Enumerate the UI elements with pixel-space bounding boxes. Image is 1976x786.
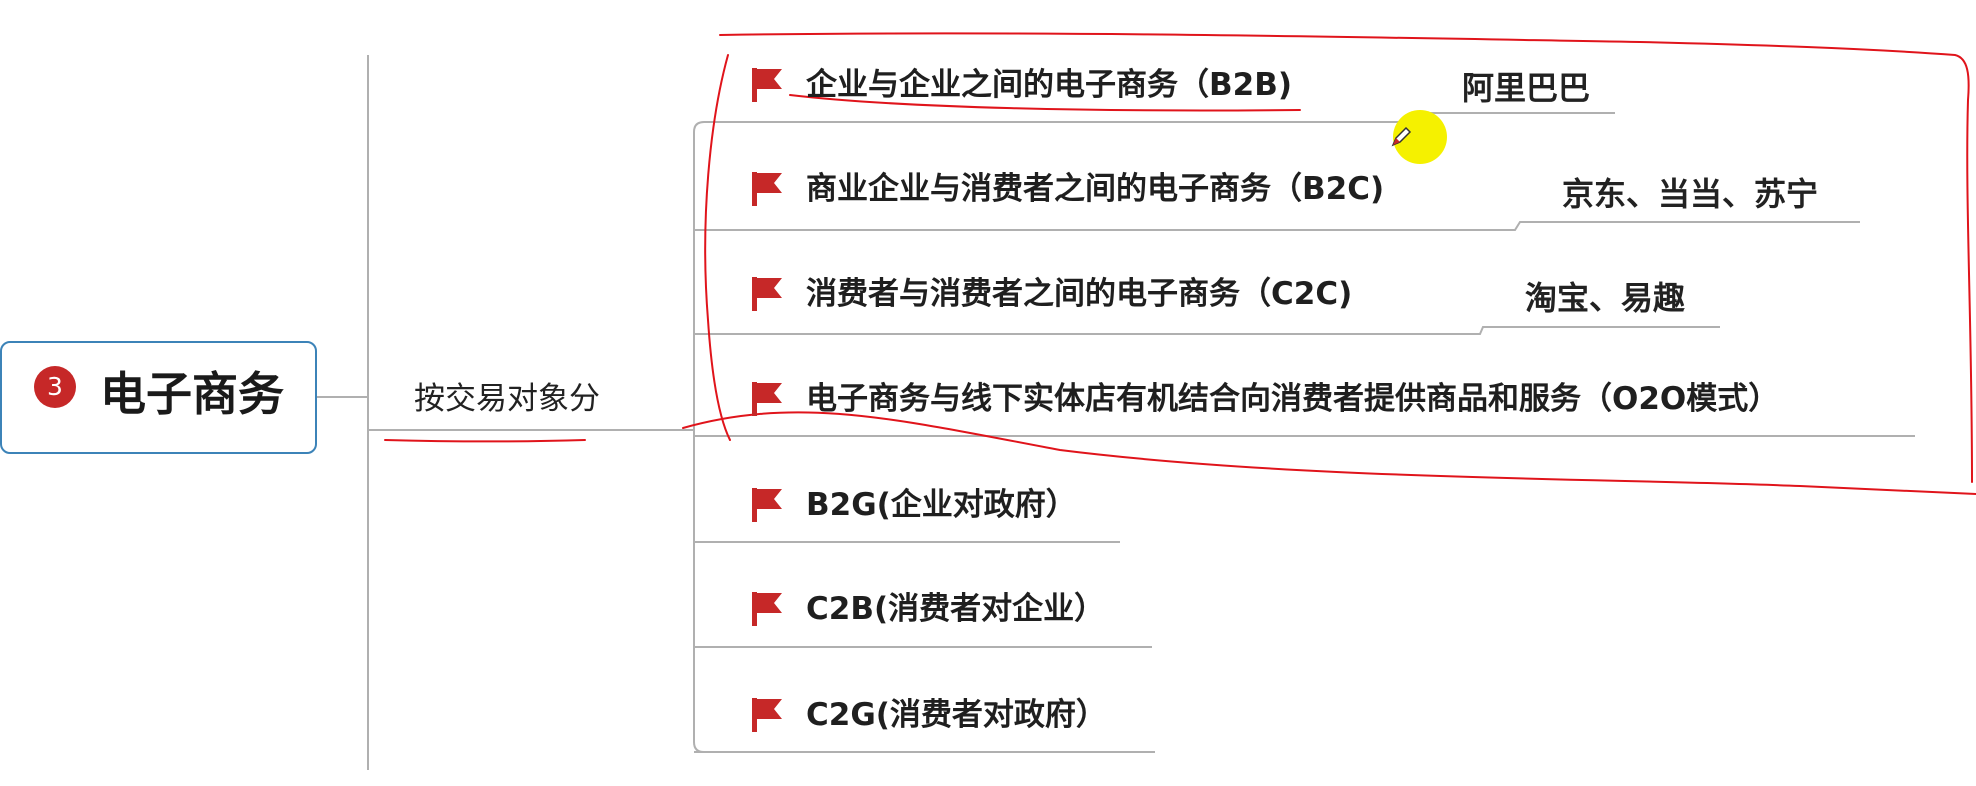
red-flag-icon — [752, 592, 782, 626]
topic-label: 企业与企业之间的电子商务（B2B) — [806, 67, 1292, 103]
red-flag-icon — [752, 382, 782, 416]
topic-label: B2G(企业对政府） — [806, 487, 1077, 523]
red-flag-icon — [752, 68, 782, 102]
topic-label: C2G(消费者对政府） — [806, 697, 1107, 733]
red-flag-icon — [752, 698, 782, 732]
branch-topic-label[interactable]: 按交易对象分 — [414, 381, 600, 417]
example-c2c[interactable]: 淘宝、易趣 — [1525, 279, 1686, 317]
root-topic-label: 电子商务 — [100, 367, 284, 421]
priority-3-icon: 3 — [34, 366, 76, 408]
root-topic[interactable] — [0, 341, 317, 454]
example-b2b[interactable]: 阿里巴巴 — [1462, 69, 1591, 107]
example-b2c[interactable]: 京东、当当、苏宁 — [1562, 175, 1819, 213]
red-annotation-strokes — [384, 32, 1976, 495]
red-flag-icon — [752, 488, 782, 522]
topic-label: 商业企业与消费者之间的电子商务（B2C) — [806, 171, 1385, 207]
red-flag-icon — [752, 277, 782, 311]
topic-label: 消费者与消费者之间的电子商务（C2C) — [806, 276, 1353, 312]
red-flag-icon — [752, 172, 782, 206]
pen-cursor-icon — [1391, 126, 1412, 147]
topic-label: 电子商务与线下实体店有机结合向消费者提供商品和服务（O2O模式） — [806, 381, 1780, 417]
topic-label: C2B(消费者对企业） — [806, 591, 1106, 627]
